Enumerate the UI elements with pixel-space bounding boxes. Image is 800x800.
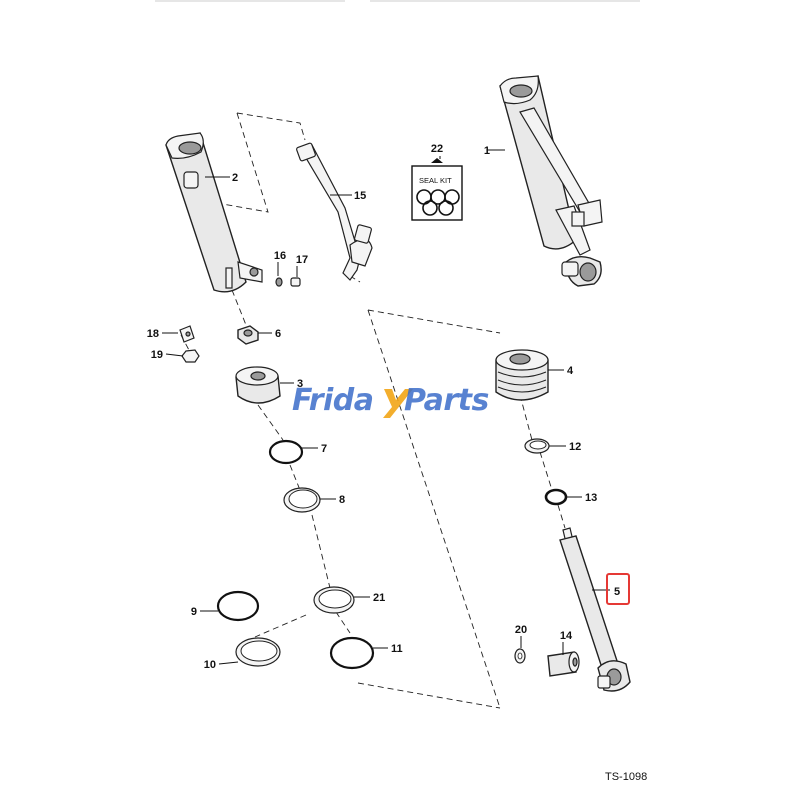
wiper-part-13[interactable]	[544, 488, 568, 506]
svg-text:Frida: Frida	[292, 383, 374, 418]
watermark-part2: Parts	[404, 383, 489, 418]
callout-14: 14	[560, 630, 573, 642]
cylinder-assembly-part-1[interactable]	[499, 75, 603, 287]
callout-12: 12	[569, 441, 581, 453]
nut-part-19[interactable]	[181, 349, 200, 363]
seal-ring-part-8[interactable]	[283, 487, 321, 513]
callout-11: 11	[391, 643, 403, 655]
gland-part-4[interactable]	[495, 349, 549, 401]
bushing-part-14[interactable]	[547, 651, 580, 677]
hydraulic-tube-part-15[interactable]	[296, 142, 373, 281]
callout-16: 16	[274, 250, 286, 262]
seal-kit-part-22[interactable]: SEAL KIT	[411, 158, 463, 221]
o-ring-part-7[interactable]	[268, 439, 304, 465]
nut-part-6[interactable]	[237, 325, 259, 345]
callout-13: 13	[585, 492, 597, 504]
callout-8: 8	[339, 494, 345, 506]
callout-2: 2	[232, 172, 238, 184]
highlighted-part-box	[606, 573, 630, 605]
svg-text:Parts: Parts	[404, 383, 489, 418]
reference-code: TS-1098	[605, 771, 647, 783]
watermark-logo: Frida Parts	[292, 383, 489, 418]
callout-7: 7	[321, 443, 327, 455]
callout-1: 1	[484, 145, 490, 157]
plug-part-17[interactable]	[290, 277, 301, 287]
seal-kit-label: SEAL KIT	[419, 176, 452, 185]
callout-labels: 2 1 22 15 16 17 18 19 6 3 4 7 8 9 21 10 …	[147, 143, 620, 671]
cylinder-barrel-part-2[interactable]	[165, 132, 263, 293]
callout-15: 15	[354, 190, 366, 202]
callout-19: 19	[151, 349, 163, 361]
callout-4: 4	[567, 365, 574, 377]
watermark-part1: Frida	[292, 383, 374, 418]
callout-22: 22	[431, 143, 443, 155]
watermark-y-glyph	[383, 389, 413, 418]
callout-20: 20	[515, 624, 527, 636]
piston-part-3[interactable]	[235, 366, 281, 404]
leader-lines	[162, 149, 610, 665]
callout-18: 18	[147, 328, 159, 340]
seal-ring-part-10[interactable]	[235, 637, 281, 667]
bracket-part-18[interactable]	[179, 325, 195, 343]
callout-3: 3	[297, 378, 303, 390]
callout-10: 10	[204, 659, 216, 671]
callout-6: 6	[275, 328, 281, 340]
callout-17: 17	[296, 254, 308, 266]
seal-ring-part-21[interactable]	[313, 586, 355, 614]
fitting-part-16[interactable]	[275, 277, 283, 287]
o-ring-part-11[interactable]	[329, 636, 375, 670]
callout-21: 21	[373, 592, 385, 604]
washer-part-20[interactable]	[514, 648, 526, 664]
callout-9: 9	[191, 606, 197, 618]
seal-part-12[interactable]	[524, 438, 550, 454]
o-ring-part-9[interactable]	[216, 590, 260, 622]
callout-5: 5	[614, 586, 620, 598]
piston-rod-part-5[interactable]	[559, 527, 631, 692]
